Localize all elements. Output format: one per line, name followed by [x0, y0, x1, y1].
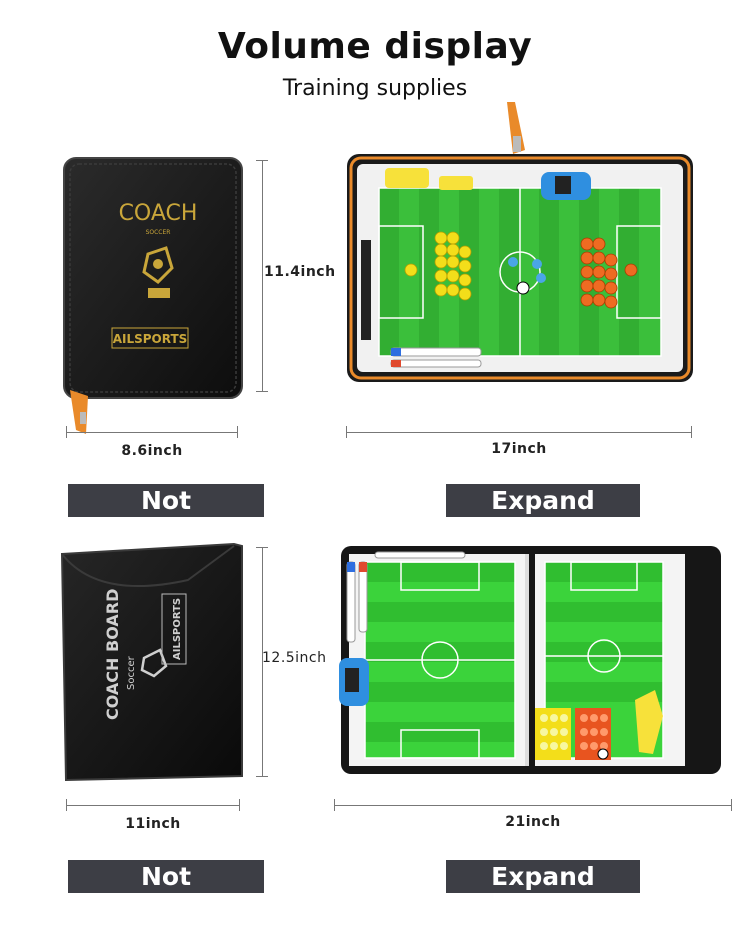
- folder-brand-text-bottom: COACH BOARD: [103, 589, 122, 720]
- closed-width-top: 8.6inch: [121, 443, 183, 459]
- label-not-expanded-bottom: Not expanded: [68, 860, 264, 924]
- wolf-logo-icon-bottom: [140, 648, 168, 678]
- width-dim-line-open-top: [346, 432, 692, 433]
- open-board-photo-top: [347, 102, 693, 382]
- open-height-bottom: 12.5inch: [262, 650, 327, 666]
- closed-folder-photo-bottom: COACH BOARD Soccer AILSPORTS: [60, 542, 243, 782]
- open-width-top: 17inch: [491, 441, 547, 457]
- width-dim-line-closed-bottom: [66, 805, 240, 806]
- closed-height-top: 11.4inch: [264, 264, 336, 280]
- width-dim-line-closed-top: [66, 432, 238, 433]
- closed-folder-photo-top: COACH SOCCER AILSPORTS: [63, 157, 243, 434]
- open-width-bottom: 21inch: [505, 814, 561, 830]
- folder-logo-text: AILSPORTS: [113, 332, 188, 346]
- folder-sub-text-bottom: Soccer: [126, 655, 137, 690]
- ball-icon: [516, 281, 530, 295]
- label-not-expanded-top: Not expanded: [68, 484, 264, 548]
- height-dim-line-bottom: [262, 547, 263, 777]
- page-subtitle: Training supplies: [282, 76, 468, 101]
- open-board-photo-bottom: [339, 546, 721, 774]
- folder-logo-text-bottom: AILSPORTS: [172, 598, 183, 660]
- ball-icon-bottom: [597, 748, 609, 760]
- label-expand-top: Expand: [446, 484, 640, 517]
- folder-brand-text: COACH: [119, 201, 198, 226]
- closed-width-bottom: 11inch: [125, 816, 181, 832]
- folder-sub-text: SOCCER: [146, 229, 171, 236]
- wolf-logo-icon: [142, 246, 174, 284]
- height-dim-line-top: [262, 160, 263, 392]
- width-dim-line-open-bottom: [334, 805, 732, 806]
- page-title: Volume display: [217, 26, 533, 67]
- label-expand-bottom: Expand: [446, 860, 640, 893]
